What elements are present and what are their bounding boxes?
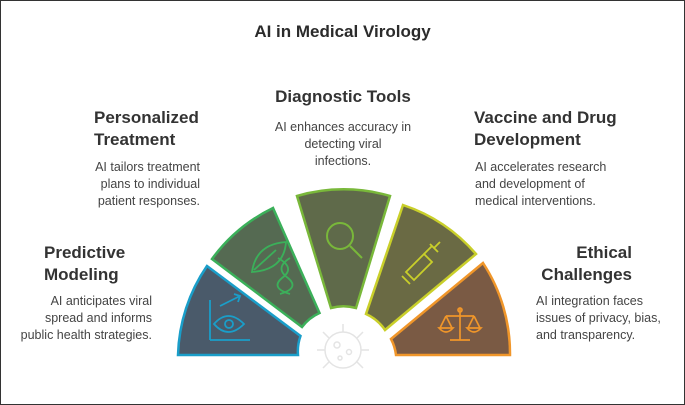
eye-chart-icon [209,293,250,341]
vaccine-drug-development-desc: AI accelerates research and development … [475,160,607,208]
diagnostic-tools-heading: Diagnostic Tools [275,87,411,106]
ethical-challenges-desc: AI integration faces issues of privacy, … [536,294,661,342]
personalized-treatment-desc: AI tailors treatment plans to individual… [95,160,200,208]
diagram-title: AI in Medical Virology [254,22,431,41]
predictive-modeling-heading: Predictive Modeling [44,243,126,284]
predictive-modeling-desc: AI anticipates viral spread and informs … [20,294,152,342]
ethical-challenges-heading: Ethical Challenges [541,243,632,284]
personalized-treatment-heading: Personalized Treatment [94,108,199,149]
syringe-icon [401,241,441,285]
vaccine-drug-development-heading: Vaccine and Drug Development [474,108,617,149]
leaf-dna-icon [250,241,294,295]
scales-icon [437,307,483,341]
diagnostic-tools-desc: AI enhances accuracy in detecting viral … [274,120,412,168]
magnifier-icon [326,222,363,259]
segment-ethical-challenges [389,261,512,357]
virus-icon [317,324,369,369]
segment-personalized-treatment [210,206,322,329]
segment-vaccine-drug-development [364,203,478,332]
segment-predictive-modeling [176,264,302,357]
